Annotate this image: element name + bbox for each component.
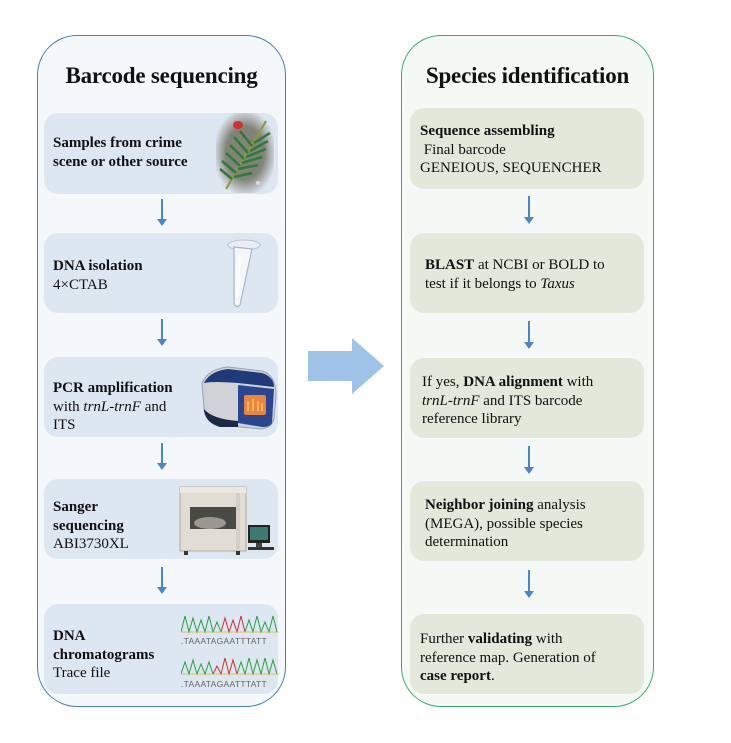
step-detail: at NCBI or BOLD to xyxy=(474,257,605,273)
flow-arrow-icon xyxy=(157,319,167,346)
step-detail: analysis xyxy=(533,497,586,513)
step-label: validating xyxy=(467,631,533,647)
step-label: chromatograms xyxy=(53,646,155,663)
step-validating: Further validating with reference map. G… xyxy=(410,614,644,694)
step-detail: 4×CTAB xyxy=(53,276,108,293)
species-identification-panel: Species identification Sequence assembli… xyxy=(401,35,654,707)
flow-arrow-icon xyxy=(157,443,167,470)
step-detail: reference map. Generation of xyxy=(420,649,596,666)
step-detail: GENEIOUS, SEQUENCHER xyxy=(420,160,602,176)
step-detail: Further xyxy=(420,631,468,647)
sequencer-machine-icon xyxy=(179,486,274,555)
step-dna-chromatograms: DNA chromatograms Trace file .TAAATAGAAT… xyxy=(44,604,279,694)
step-label: DNA isolation xyxy=(53,258,143,274)
panel-title: Barcode sequencing xyxy=(65,63,258,88)
chromatogram-trace-icon xyxy=(181,657,279,676)
yew-branch-photo-icon xyxy=(216,113,274,193)
panel-title: Species identification xyxy=(425,63,630,88)
step-label: PCR amplification xyxy=(53,380,173,396)
gene-name: trnL-trnF xyxy=(422,392,480,409)
step-label: BLAST xyxy=(425,257,475,273)
step-detail: with xyxy=(532,631,563,647)
step-detail: (MEGA), possible species xyxy=(425,515,583,532)
sequence-read: .TAAATAGAATTTATT xyxy=(181,679,268,689)
thermal-cycler-icon xyxy=(201,366,277,430)
step-dna-isolation: DNA isolation 4×CTAB xyxy=(44,233,278,313)
genus-name: Taxus xyxy=(540,275,575,292)
chromatogram-trace-icon xyxy=(181,615,279,634)
step-detail: ABI3730XL xyxy=(53,536,129,552)
step-pcr-amplification: PCR amplification with trnL-trnF and ITS xyxy=(44,357,278,437)
step-detail: test if it belongs to xyxy=(425,275,541,292)
step-label: scene or other source xyxy=(53,153,188,170)
flow-arrow-icon xyxy=(157,199,167,226)
step-detail: and ITS barcode xyxy=(479,392,583,409)
step-detail: with xyxy=(53,398,84,415)
big-right-arrow-icon xyxy=(308,338,384,394)
step-detail: If yes, xyxy=(422,374,464,390)
flow-arrow-icon xyxy=(524,570,534,598)
step-label: DNA alignment xyxy=(463,374,563,390)
step-label: Sanger xyxy=(53,499,98,515)
sequence-read: .TAAATAGAATTTATT xyxy=(181,636,268,646)
step-detail: determination xyxy=(425,534,509,550)
flow-arrow-icon xyxy=(524,446,534,474)
step-label: Samples from crime xyxy=(53,135,182,151)
step-detail: and xyxy=(140,398,167,415)
step-label: Sequence assembling xyxy=(420,123,555,139)
step-label: DNA xyxy=(53,628,86,644)
microcentrifuge-tube-icon xyxy=(227,239,261,308)
step-dna-alignment: If yes, DNA alignment with trnL-trnF and… xyxy=(410,358,644,438)
flow-arrow-icon xyxy=(157,567,167,594)
step-sequence-assembling: Sequence assembling Final barcode GENEIO… xyxy=(410,108,644,189)
step-label: sequencing xyxy=(53,517,124,534)
flow-arrow-icon xyxy=(524,321,534,349)
step-detail: Final barcode xyxy=(420,141,506,158)
step-detail: reference library xyxy=(422,411,522,427)
step-label: Neighbor joining xyxy=(425,497,534,513)
step-sanger-sequencing: Sanger sequencing ABI3730XL xyxy=(44,479,278,559)
step-detail: with xyxy=(562,374,594,390)
step-neighbor-joining: Neighbor joining analysis (MEGA), possib… xyxy=(410,481,644,561)
step-samples: Samples from crime scene or other source xyxy=(44,113,278,194)
step-detail: ITS xyxy=(53,417,76,433)
flow-arrow-icon xyxy=(524,196,534,224)
gene-name: trnL-trnF xyxy=(83,398,141,415)
step-detail: . xyxy=(490,668,495,684)
step-detail: Trace file xyxy=(53,665,111,681)
step-blast: BLAST at NCBI or BOLD to test if it belo… xyxy=(410,233,644,313)
barcode-sequencing-panel: Barcode sequencing Samples from crime sc… xyxy=(37,35,286,707)
step-label: case report xyxy=(420,668,491,684)
